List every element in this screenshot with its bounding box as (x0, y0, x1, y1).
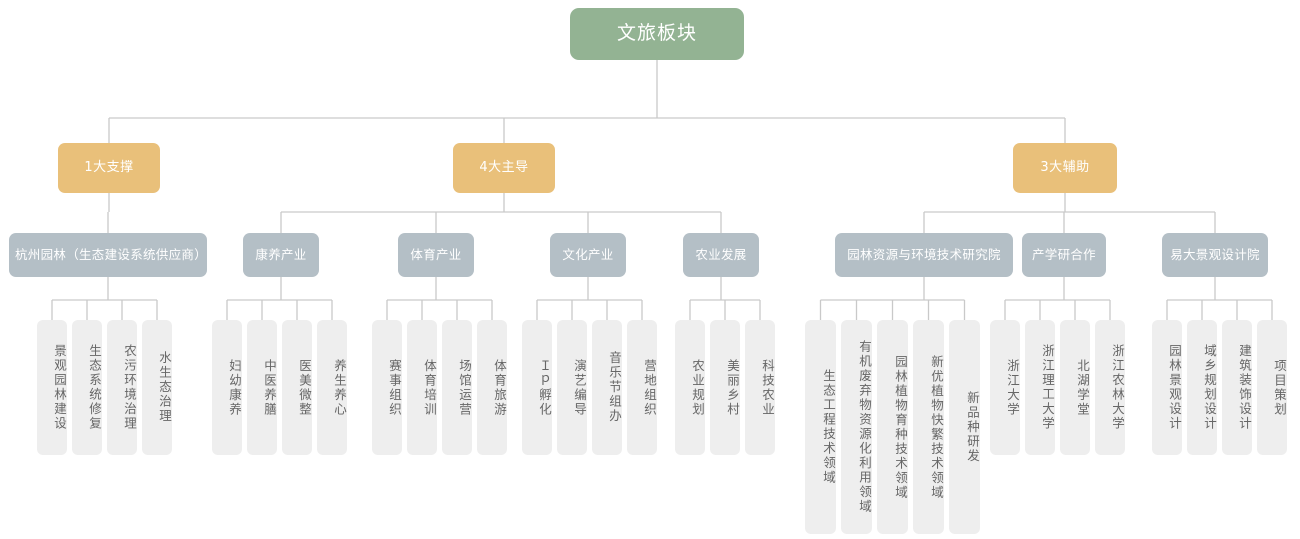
level2-node-3[interactable]: 3大辅助 (1013, 143, 1117, 193)
leaf-node-4-1[interactable]: Ｉｐ孵化 (522, 320, 552, 455)
leaf-node-7-4[interactable]: 浙江农林大学 (1095, 320, 1125, 455)
level2-node-1[interactable]: 1大支撑 (58, 143, 160, 193)
leaf-node-8-2[interactable]: 域乡规划设计 (1187, 320, 1217, 455)
leaf-node-4-3[interactable]: 音乐节组办 (592, 320, 622, 455)
level3-node-8[interactable]: 易大景观设计院 (1162, 233, 1268, 277)
leaf-node-6-1[interactable]: 生态工程技术领域 (805, 320, 836, 534)
level3-node-5[interactable]: 农业发展 (683, 233, 759, 277)
leaf-node-8-3[interactable]: 建筑装饰设计 (1222, 320, 1252, 455)
leaf-node-1-1[interactable]: 景观园林建设 (37, 320, 67, 455)
level3-node-4[interactable]: 文化产业 (550, 233, 626, 277)
leaf-node-4-4[interactable]: 营地组织 (627, 320, 657, 455)
leaf-node-3-1[interactable]: 赛事组织 (372, 320, 402, 455)
leaf-node-1-3[interactable]: 农污环境治理 (107, 320, 137, 455)
leaf-node-4-2[interactable]: 演艺编导 (557, 320, 587, 455)
leaf-node-2-3[interactable]: 医美微整 (282, 320, 312, 455)
leaf-node-6-2[interactable]: 有机废弃物资源化利用领域 (841, 320, 872, 534)
leaf-node-7-2[interactable]: 浙江理工大学 (1025, 320, 1055, 455)
root-node-wenlv[interactable]: 文旅板块 (570, 8, 744, 60)
leaf-node-7-3[interactable]: 北湖学堂 (1060, 320, 1090, 455)
leaf-node-2-4[interactable]: 养生养心 (317, 320, 347, 455)
leaf-node-6-5[interactable]: 新品种研发 (949, 320, 980, 534)
leaf-node-5-3[interactable]: 科技农业 (745, 320, 775, 455)
leaf-node-1-2[interactable]: 生态系统修复 (72, 320, 102, 455)
leaf-node-5-2[interactable]: 美丽乡村 (710, 320, 740, 455)
level3-node-1[interactable]: 杭州园林（生态建设系统供应商） (9, 233, 207, 277)
leaf-node-6-4[interactable]: 新优植物快繁技术领域 (913, 320, 944, 534)
level3-node-3[interactable]: 体育产业 (398, 233, 474, 277)
leaf-node-1-4[interactable]: 水生态治理 (142, 320, 172, 455)
leaf-node-2-2[interactable]: 中医养膳 (247, 320, 277, 455)
leaf-node-8-1[interactable]: 园林景观设计 (1152, 320, 1182, 455)
leaf-node-3-4[interactable]: 体育旅游 (477, 320, 507, 455)
leaf-node-2-1[interactable]: 妇幼康养 (212, 320, 242, 455)
level3-node-6[interactable]: 园林资源与环境技术研究院 (835, 233, 1013, 277)
leaf-node-5-1[interactable]: 农业规划 (675, 320, 705, 455)
level3-node-2[interactable]: 康养产业 (243, 233, 319, 277)
leaf-node-7-1[interactable]: 浙江大学 (990, 320, 1020, 455)
level2-node-2[interactable]: 4大主导 (453, 143, 555, 193)
leaf-node-8-4[interactable]: 项目策划 (1257, 320, 1287, 455)
leaf-node-3-2[interactable]: 体育培训 (407, 320, 437, 455)
leaf-node-6-3[interactable]: 园林植物育种技术领域 (877, 320, 908, 534)
leaf-node-3-3[interactable]: 场馆运营 (442, 320, 472, 455)
level3-node-7[interactable]: 产学研合作 (1022, 233, 1106, 277)
